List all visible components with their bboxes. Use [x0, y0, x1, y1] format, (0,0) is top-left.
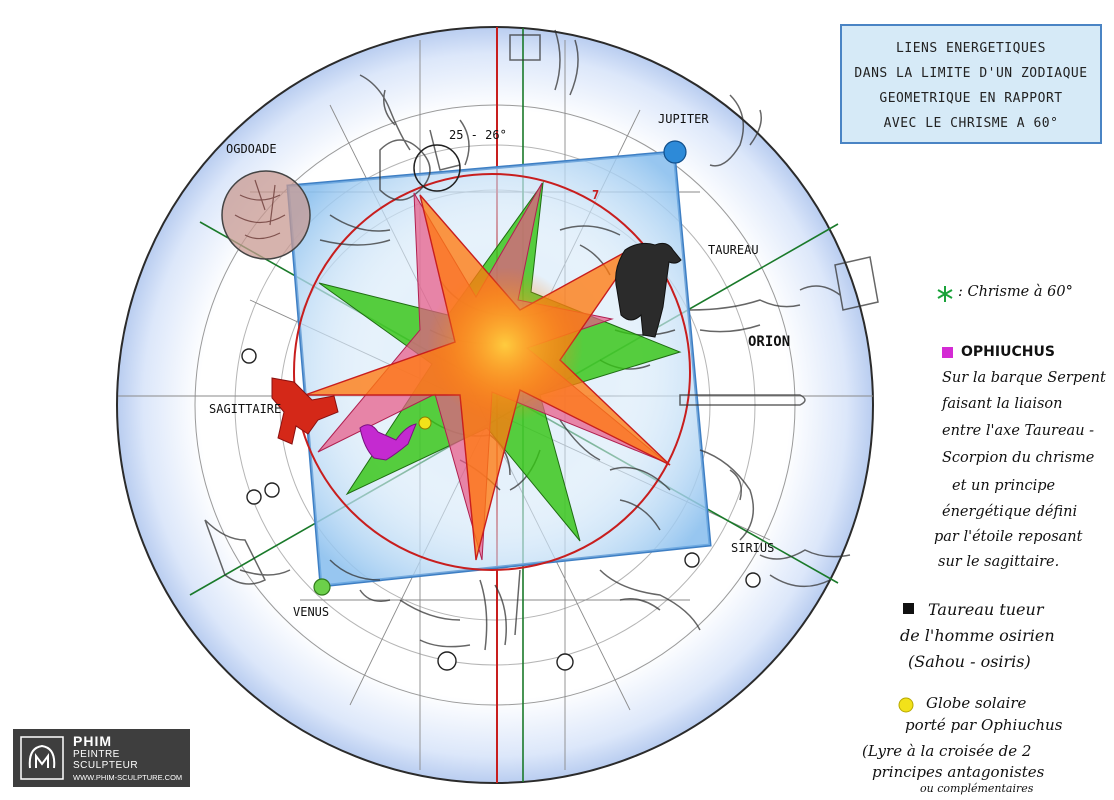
sagittaire-figure [271, 377, 339, 445]
legend-globe-line-1: Globe solaire [926, 694, 1027, 712]
legend-chrisme: : Chrisme à 60° [958, 284, 1073, 300]
label-venus: VENUS [293, 605, 330, 619]
taureau-square-icon [903, 603, 914, 614]
asterisk-icon [937, 286, 953, 302]
legend-taureau-line-1: Taureau tueur [928, 600, 1044, 619]
globe-dot-icon [898, 697, 914, 713]
red-circle [293, 173, 691, 571]
ogdoade-disc [221, 170, 311, 260]
legend-taureau-line-2: de l'homme osirien [900, 626, 1055, 645]
center-glow [427, 267, 583, 423]
title-line-3: GEOMETRIQUE EN RAPPORT [879, 91, 1063, 106]
phim-logo[interactable]: PHIM PEINTRE SCULPTEUR WWW.PHIM-SCULPTUR… [13, 729, 190, 787]
small-circles [241, 348, 761, 671]
label-angle: 25 - 26° [449, 128, 507, 142]
label-seven: 7 [592, 188, 600, 202]
title-box: LIENS ENERGETIQUES DANS LA LIMITE D'UN Z… [840, 24, 1102, 144]
title-line-2: DANS LA LIMITE D'UN ZODIAQUE [854, 66, 1088, 81]
legend-globe-line-4: principes antagonistes [872, 763, 1045, 781]
label-orion: ORION [748, 334, 791, 350]
circle-top [413, 144, 461, 192]
label-jupiter: JUPITER [658, 112, 709, 126]
solar-globe [418, 416, 432, 430]
label-sagittaire: SAGITTAIRE [209, 402, 282, 416]
logo-line-2: PEINTRE [73, 749, 120, 760]
taureau-figure [615, 242, 682, 338]
title-line-1: LIENS ENERGETIQUES [896, 41, 1046, 56]
ophiuchus-figure [359, 423, 417, 461]
logo-url: WWW.PHIM-SCULPTURE.COM [73, 773, 183, 782]
legend-globe-line-5: ou complémentaires [920, 782, 1034, 795]
legend-ophiuchus-line-2: faisant la liaison [942, 396, 1063, 412]
logo-name: PHIM [73, 733, 112, 749]
legend-ophiuchus-title: OPHIUCHUS [961, 344, 1055, 360]
legend-globe-line-3: (Lyre à la croisée de 2 [862, 742, 1032, 760]
jupiter-dot [663, 140, 687, 164]
legend-ophiuchus-line-3: entre l'axe Taureau - [942, 423, 1095, 439]
legend-globe-line-2: porté par Ophiuchus [905, 716, 1063, 734]
label-sirius: SIRIUS [731, 541, 775, 555]
legend-taureau-line-3: (Sahou - osiris) [908, 652, 1031, 671]
logo-line-3: SCULPTEUR [73, 760, 139, 771]
title-line-4: AVEC LE CHRISME A 60° [883, 116, 1059, 131]
legend-ophiuchus-line-1: Sur la barque Serpent [942, 370, 1106, 386]
legend-ophiuchus-line-8: sur le sagittaire. [938, 554, 1060, 570]
legend-ophiuchus-line-7: par l'étoile reposant [934, 529, 1083, 545]
label-ogdoade: OGDOADE [226, 142, 277, 156]
legend-ophiuchus-line-6: énergétique défini [942, 504, 1078, 520]
legend-ophiuchus-line-4: Scorpion du chrisme [942, 450, 1095, 466]
phim-logo-mark-icon [20, 736, 64, 780]
label-taureau: TAUREAU [708, 243, 759, 257]
legend-ophiuchus-line-5: et un principe [952, 478, 1056, 494]
ophiuchus-square-icon [942, 347, 953, 358]
venus-dot [313, 578, 331, 596]
